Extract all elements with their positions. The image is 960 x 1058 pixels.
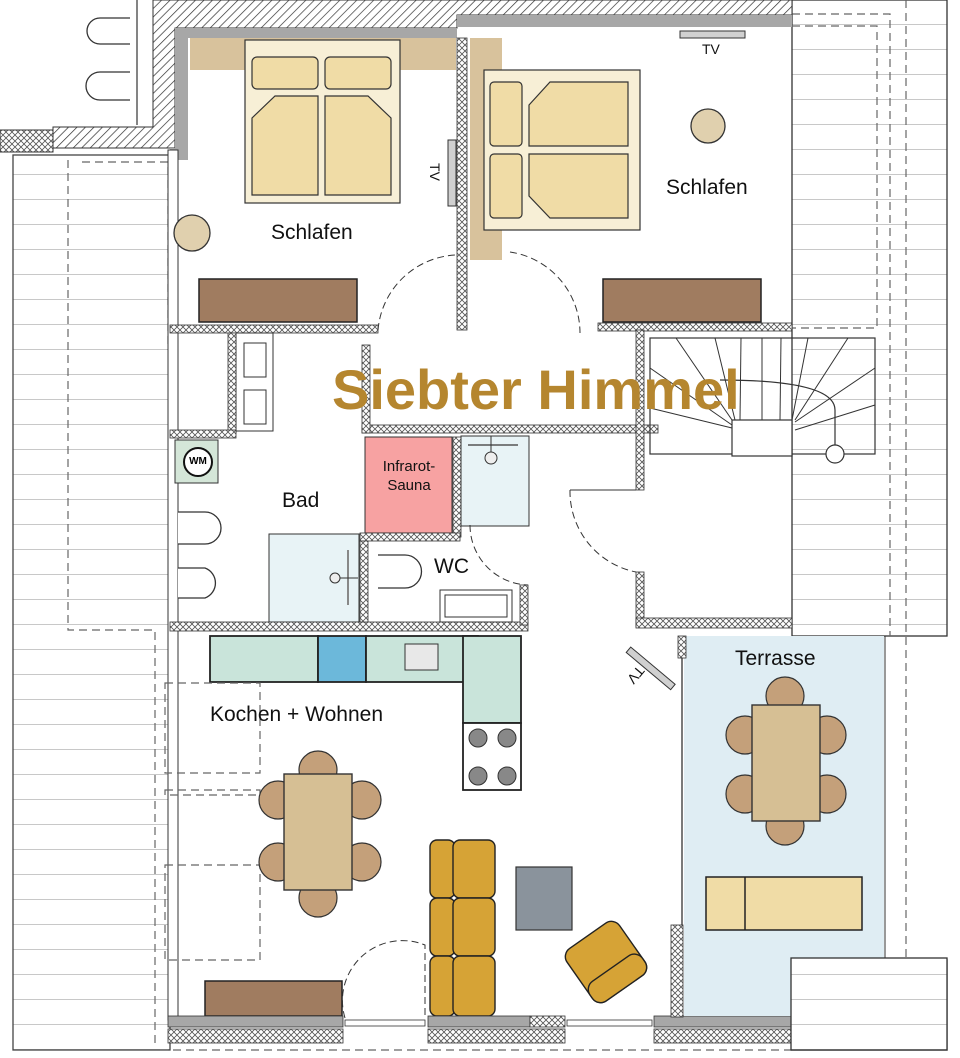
tv-wall-mount — [625, 646, 676, 691]
room-label-schlafen-2: Schlafen — [666, 176, 748, 199]
exterior-top-left — [0, 0, 138, 153]
bedroom-2 — [470, 30, 793, 334]
room-label-bad: Bad — [282, 489, 320, 512]
coffee-table — [515, 866, 573, 931]
door-swing — [341, 940, 426, 1019]
sauna-wc-block — [359, 344, 659, 626]
room-label-kochen-wohnen: Kochen + Wohnen — [210, 703, 383, 726]
room-label-wc: WC — [434, 555, 469, 578]
sauna-label-line2: Sauna — [387, 476, 431, 494]
tv-label-bedroom-2: TV — [702, 41, 720, 57]
room-label-terrasse: Terrasse — [735, 647, 816, 670]
tv-label-bedroom-1: TV — [426, 163, 443, 181]
kitchen — [209, 635, 522, 791]
stair-hall — [569, 329, 876, 629]
bedroom-1 — [169, 38, 457, 334]
terrace — [670, 635, 948, 1051]
sofa — [429, 839, 496, 1017]
sauna-label-line1: Infrarot- — [382, 458, 436, 475]
sauna-label: Infrarot- Sauna — [372, 458, 446, 496]
partition-wall — [456, 37, 468, 331]
plan-title: Siebter Himmel — [332, 358, 740, 421]
armchair — [564, 920, 648, 1004]
washing-machine-icon: WM — [183, 447, 213, 477]
roof-left — [12, 154, 171, 1051]
dining-table — [258, 750, 382, 918]
room-label-schlafen-1: Schlafen — [271, 221, 353, 244]
sideboard — [204, 980, 343, 1017]
bottom-wall — [160, 1015, 792, 1051]
